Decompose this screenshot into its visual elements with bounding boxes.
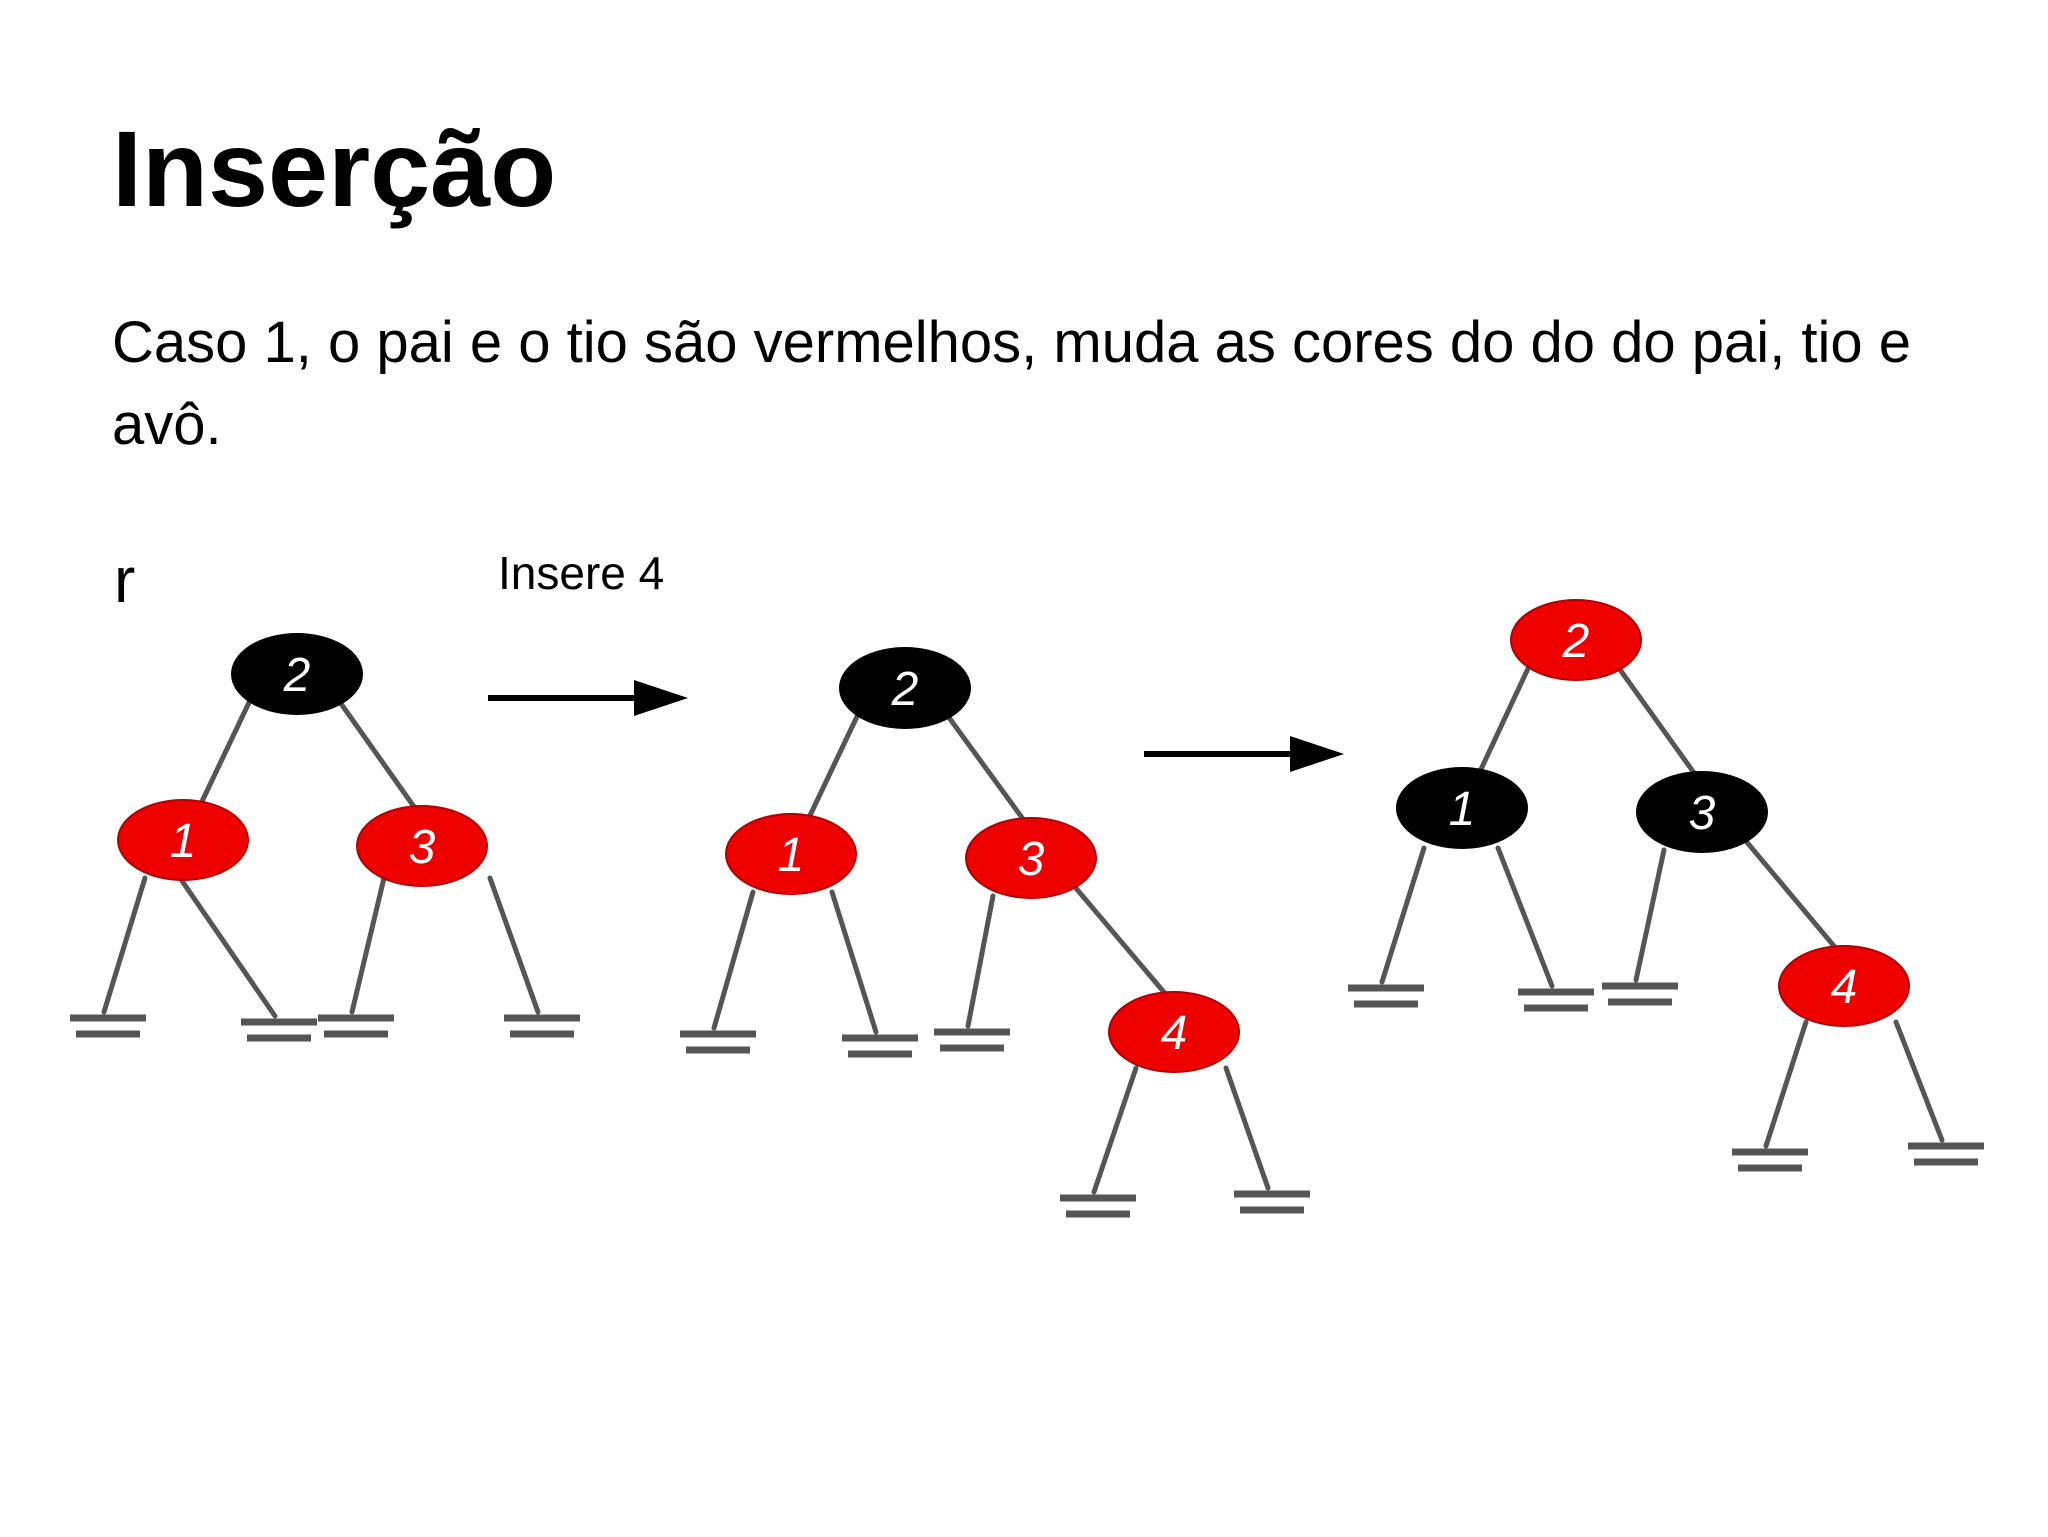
node-key-label: 2 xyxy=(1562,615,1590,668)
tree-node-2: 2 xyxy=(231,633,363,715)
tree-edge xyxy=(1473,663,1532,783)
tree-after-insert: 2 1 3 4 xyxy=(680,647,1310,1218)
tree-node-1: 1 xyxy=(1396,767,1528,849)
recolor-arrow xyxy=(1144,736,1344,772)
arrowhead-icon xyxy=(634,680,688,716)
tree-node-3: 3 xyxy=(356,805,488,887)
node-key-label: 1 xyxy=(170,815,197,868)
node-key-label: 2 xyxy=(891,663,919,716)
trees-layer: 2 1 3 2 1 3 4 2 1 3 4 xyxy=(70,599,1984,1218)
tree-before: 2 1 3 xyxy=(70,633,580,1042)
tree-node-1: 1 xyxy=(725,813,857,895)
slide-body-text: Caso 1, o pai e o tio são vermelhos, mud… xyxy=(112,310,1912,457)
red-node-shape xyxy=(1510,599,1642,681)
tree-node-4: 4 xyxy=(1778,945,1910,1027)
tree-node-4: 4 xyxy=(1108,991,1240,1073)
nil-edge xyxy=(349,875,387,1015)
nil-edge xyxy=(177,875,278,1019)
slide-title: Inserção xyxy=(112,108,557,229)
node-key-label: 3 xyxy=(1018,833,1045,886)
node-key-label: 3 xyxy=(1689,787,1716,840)
red-node-shape xyxy=(117,799,249,881)
nil-edge xyxy=(965,893,996,1029)
nil-edge xyxy=(711,889,756,1031)
black-node-shape xyxy=(231,633,363,715)
arrowhead-icon xyxy=(1290,736,1344,772)
tree-edge xyxy=(335,697,425,821)
tree-edge xyxy=(194,697,253,815)
red-node-shape xyxy=(1108,991,1240,1073)
tree-node-2: 2 xyxy=(839,647,971,729)
nil-edge xyxy=(1379,845,1427,985)
insert-arrow xyxy=(488,680,688,716)
node-key-label: 4 xyxy=(1161,1007,1188,1060)
node-key-label: 1 xyxy=(778,829,805,882)
nil-edge xyxy=(101,875,148,1015)
nil-edge xyxy=(487,875,541,1015)
red-node-shape xyxy=(1778,945,1910,1027)
red-node-shape xyxy=(965,817,1097,899)
node-key-label: 2 xyxy=(283,649,311,702)
node-key-label: 3 xyxy=(409,821,436,874)
red-node-shape xyxy=(725,813,857,895)
tree-node-2: 2 xyxy=(1510,599,1642,681)
tree-edge xyxy=(943,711,1034,833)
nil-edge xyxy=(1763,1019,1809,1149)
nil-edge xyxy=(1091,1065,1139,1195)
red-node-shape xyxy=(356,805,488,887)
nil-edge xyxy=(1893,1019,1945,1143)
tree-node-3: 3 xyxy=(965,817,1097,899)
tree-node-1: 1 xyxy=(117,799,249,881)
black-node-shape xyxy=(1396,767,1528,849)
nil-edge xyxy=(829,889,879,1035)
nil-edge xyxy=(1495,845,1555,989)
tree-node-3: 3 xyxy=(1636,771,1768,853)
black-node-shape xyxy=(839,647,971,729)
tree-edge xyxy=(802,711,861,829)
node-key-label: 4 xyxy=(1831,961,1858,1014)
node-key-label: 1 xyxy=(1449,783,1476,836)
tree-edge xyxy=(1614,663,1705,787)
black-node-shape xyxy=(1636,771,1768,853)
insert-arrow-label: Insere 4 xyxy=(498,547,665,599)
nil-edge xyxy=(1633,847,1667,983)
tree-after-recolor: 2 1 3 4 xyxy=(1348,599,1984,1172)
tree-edge xyxy=(1069,881,1177,1007)
nil-edge xyxy=(1223,1065,1271,1191)
tree-edge xyxy=(1740,835,1847,961)
root-label: r xyxy=(114,544,136,616)
